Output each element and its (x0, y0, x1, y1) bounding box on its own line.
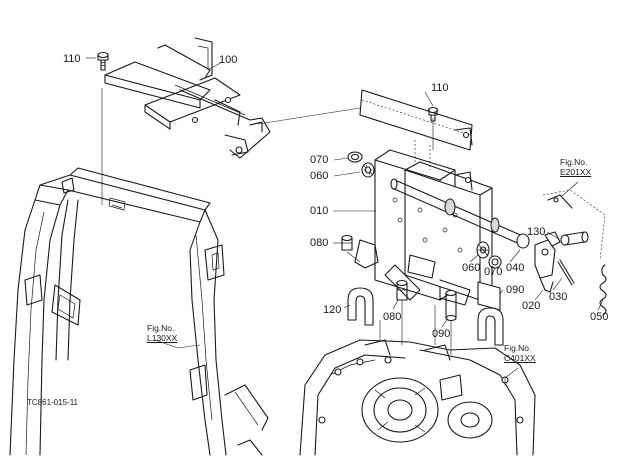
part-label-050: 050 (590, 311, 609, 323)
pin-080-lower-drawing (396, 279, 408, 301)
part-label-060-right: 060 (462, 262, 481, 274)
figure-ref-e201[interactable]: Fig.No. E201XX (560, 157, 591, 177)
figure-ref-c401[interactable]: Fig.No. C401XX (504, 343, 536, 363)
label-leader-lines (86, 57, 604, 385)
part-label-090-lower: 090 (432, 328, 451, 340)
figure-ref-c401-number[interactable]: C401XX (504, 353, 536, 363)
part-label-110-right: 110 (431, 82, 449, 94)
drawing-code: TC861-015-11 (27, 398, 78, 407)
figure-ref-l130-prefix: Fig.No. (147, 323, 175, 333)
figure-ref-e201-prefix: Fig.No. (560, 157, 588, 167)
figure-ref-e201-number[interactable]: E201XX (560, 167, 592, 177)
part-label-010: 010 (310, 205, 329, 217)
bolt-110-right-drawing (427, 106, 439, 122)
part-label-020: 020 (522, 300, 541, 312)
figure-ref-l130[interactable]: Fig.No. L130XX (147, 323, 177, 343)
part-label-090-right: 090 (506, 284, 525, 296)
bolt-110-left-drawing (97, 51, 109, 71)
sleeve-090-drawing (445, 289, 457, 322)
part-label-040: 040 (506, 262, 525, 274)
part-label-130: 130 (527, 226, 546, 238)
pin-130-drawing (560, 231, 589, 246)
part-label-080-left: 080 (310, 237, 329, 249)
pin-080-left-drawing (341, 234, 353, 251)
lever-020-030-040-drawing (516, 231, 575, 293)
e201-reference-outline (542, 189, 606, 261)
part-label-080-lower: 080 (383, 311, 402, 323)
part-label-110-left: 110 (63, 53, 81, 65)
bushing-060-070-right-drawing (476, 241, 502, 269)
part-label-060-left: 060 (310, 170, 329, 182)
part-label-070-right: 070 (484, 266, 503, 278)
figure-ref-l130-number[interactable]: L130XX (147, 333, 178, 343)
transmission-case-drawing (299, 339, 536, 456)
panel-010-drawing (354, 89, 528, 306)
part-label-070-left: 070 (310, 154, 329, 166)
frame-assembly-drawing (9, 167, 269, 456)
spring-050-drawing (599, 264, 607, 316)
plate-090-drawing (477, 281, 501, 311)
hook-120-drawing (347, 287, 504, 346)
bracket-100-drawing (104, 37, 271, 159)
part-label-120: 120 (323, 304, 342, 316)
figure-ref-c401-prefix: Fig.No. (504, 343, 532, 353)
part-label-100: 100 (219, 54, 238, 66)
assembly-reference-lines (101, 88, 452, 355)
bushing-070-060-left-drawing (347, 151, 375, 178)
part-label-030: 030 (549, 291, 568, 303)
